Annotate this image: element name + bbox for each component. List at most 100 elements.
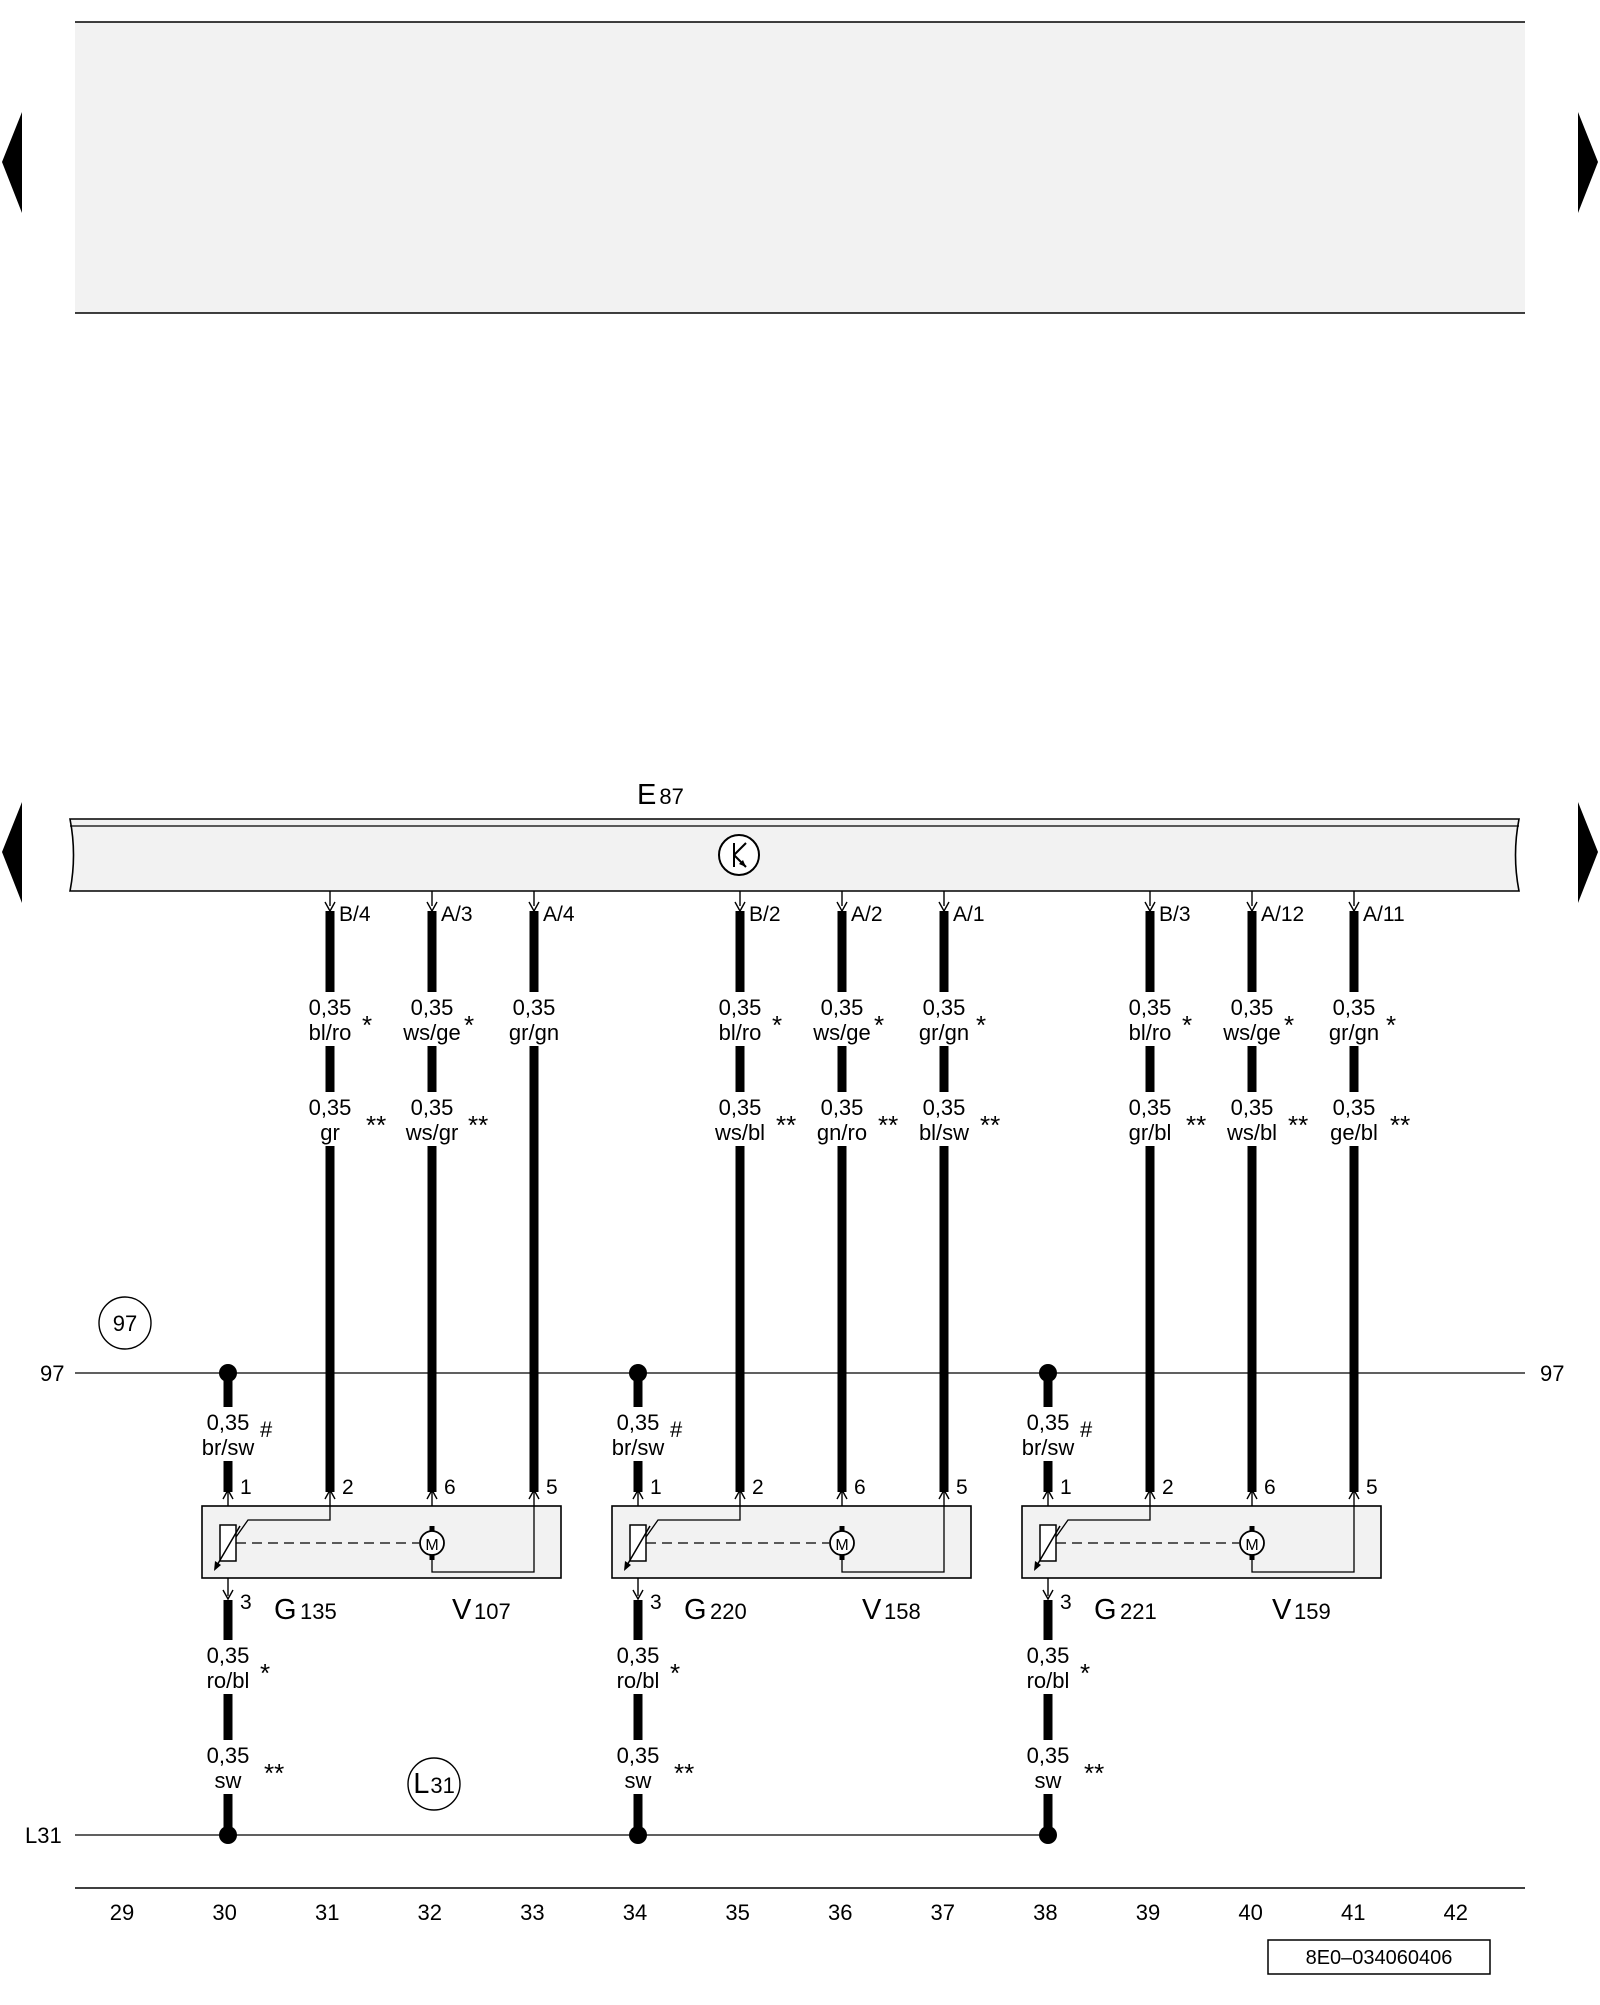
signal-wire-label-bg [1316,992,1392,1046]
motor-internal-wire [431,1506,535,1573]
signal-wire-label-color: gr/gn [919,1020,969,1045]
motor-symbol: M [1245,1537,1258,1554]
supply-wire-label-mark: # [670,1417,683,1442]
ground-line-label: L31 [25,1823,62,1848]
triangle-right-icon[interactable] [1578,112,1598,213]
pin-arrow-icon [426,1488,438,1500]
motor-internal-wire [1251,1506,1355,1573]
signal-wire-label-bg [394,992,470,1046]
motor-symbol: M [835,1537,848,1554]
ground-wire-label-color: ro/bl [1027,1668,1070,1693]
ground-wire-label-size: 0,35 [207,1643,250,1668]
pin-label: 6 [444,1476,456,1499]
supply-wire-label-bg [1010,1407,1086,1461]
signal-wire-label-color: ws/ge [812,1020,870,1045]
ground-line-marker-label: L31 [413,1768,455,1800]
signal-wire-label-bg [394,1092,470,1146]
signal-wire-label-size: 0,35 [1231,1095,1274,1120]
supply-line-right-label: 97 [1540,1361,1564,1386]
signal-wire-label-color: gr [320,1120,340,1145]
pin-label-ground: 3 [650,1591,662,1614]
ground-wire-label-size: 0,35 [617,1643,660,1668]
ground-junction [1039,1826,1057,1844]
supply-junction [629,1364,647,1382]
pin-arrow-icon [632,1589,644,1601]
ground-wire-label-size: 0,35 [617,1743,660,1768]
ground-wire-label-mark: ** [1084,1758,1104,1788]
signal-wire-label-mark: * [976,1010,986,1040]
signal-wire-label-color: ws/gr [405,1120,459,1145]
pin-arrow-icon [222,1589,234,1601]
signal-wire-label-mark: ** [468,1110,488,1140]
column-number: 39 [1136,1900,1160,1925]
ground-wire-label-mark: ** [264,1758,284,1788]
motor-label-sub: 107 [474,1599,511,1624]
signal-wire-label-bg [906,992,982,1046]
connector-label: A/3 [441,903,473,926]
signal-wire-label-color: bl/ro [719,1020,762,1045]
ground-wire-label-color: sw [1035,1768,1062,1793]
signal-wire-label-color: ws/bl [1226,1120,1277,1145]
connector-label: A/1 [953,903,985,926]
column-number: 35 [725,1900,749,1925]
signal-wire-label-color: ws/bl [714,1120,765,1145]
signal-wire-label-bg [804,992,880,1046]
signal-wire-label-mark: * [362,1010,372,1040]
signal-wire-label-mark: ** [878,1110,898,1140]
motor-label-sub: 159 [1294,1599,1331,1624]
pin-arrow-icon [324,1488,336,1500]
signal-wire-label-bg [1112,992,1188,1046]
potentiometer-arrow-icon [1034,1561,1041,1571]
sensor-label-sub: 135 [300,1599,337,1624]
column-number: 31 [315,1900,339,1925]
pin-label: 5 [546,1476,558,1499]
signal-wire-label-color: bl/ro [1129,1020,1172,1045]
triangle-left-icon[interactable] [2,802,22,903]
motor-internal-wire [841,1506,945,1573]
pin-arrow-icon [1144,1488,1156,1500]
ground-line-marker [407,1757,461,1811]
column-number: 34 [623,1900,647,1925]
sensor-label: G [274,1594,297,1626]
signal-wire-label-color: ws/ge [1222,1020,1280,1045]
signal-wire-label-size: 0,35 [513,995,556,1020]
ground-junction [219,1826,237,1844]
signal-wire-label-mark: * [1284,1010,1294,1040]
drawing-code: 8E0–034060406 [1306,1947,1453,1969]
signal-wire-label-bg [292,1092,368,1146]
supply-wire-label-color: br/sw [1022,1435,1075,1460]
supply-line-left-label: 97 [40,1361,64,1386]
triangle-left-icon[interactable] [2,112,22,213]
pin-arrow-icon [1246,1488,1258,1500]
signal-wire-label-mark: * [772,1010,782,1040]
supply-wire-label-size: 0,35 [207,1410,250,1435]
column-number: 32 [418,1900,442,1925]
module-box [1021,1505,1382,1579]
ground-wire-label-color: ro/bl [617,1668,660,1693]
column-number: 37 [931,1900,955,1925]
ground-junction [629,1826,647,1844]
control-unit-symbol-icon [718,834,760,876]
pin-arrow-icon [1042,1589,1054,1601]
sensor-internal-wire [1055,1506,1151,1538]
supply-line-marker [98,1296,152,1350]
signal-wire-label-size: 0,35 [923,995,966,1020]
pin-arrow-icon [222,1488,234,1500]
signal-wire-label-bg [906,1092,982,1146]
column-number: 41 [1341,1900,1365,1925]
ground-wire-label-bg [600,1740,676,1794]
drawing-code-box [1267,1939,1491,1975]
triangle-right-icon[interactable] [1578,802,1598,903]
potentiometer-wiper [215,1525,241,1568]
signal-wire-label-size: 0,35 [719,1095,762,1120]
connector-label: A/4 [543,903,575,926]
signal-wire-label-size: 0,35 [923,1095,966,1120]
signal-wire-label-size: 0,35 [719,995,762,1020]
signal-wire-label-size: 0,35 [1129,1095,1172,1120]
signal-wire-label-bg [1316,1092,1392,1146]
supply-wire-label-color: br/sw [612,1435,665,1460]
signal-wire-label-mark: * [874,1010,884,1040]
sensor-internal-wire [235,1506,331,1538]
pin-arrow-icon [938,1488,950,1500]
